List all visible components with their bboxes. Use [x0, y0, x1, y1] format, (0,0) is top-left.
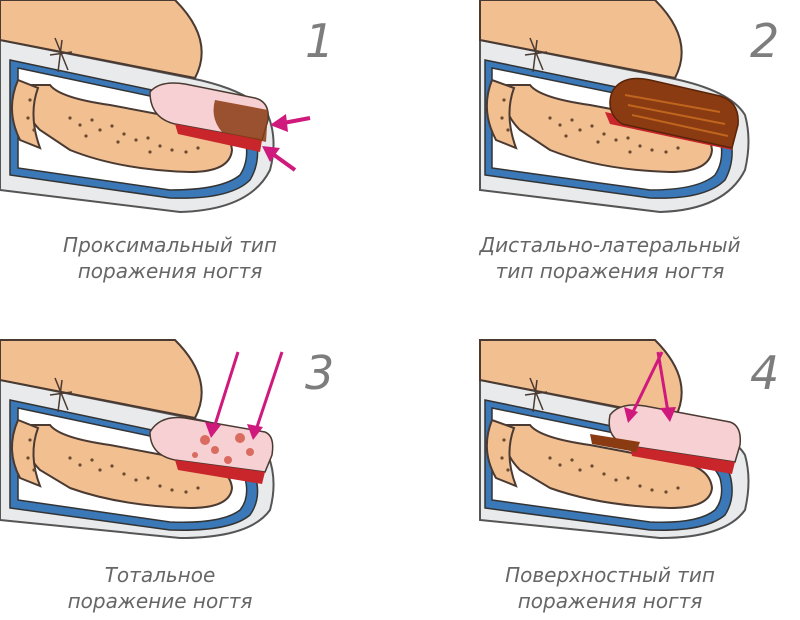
- finger-base: [479, 38, 750, 214]
- nail-bed: [175, 460, 265, 484]
- arrow-upper: [270, 114, 311, 132]
- panel-caption: Поверхностный тип поражения ногтя: [440, 562, 780, 614]
- arrow-right: [247, 351, 284, 440]
- panel-number: 4: [750, 346, 780, 400]
- panel-proximal: 1 Проксимальный тип поражения ногтя: [0, 0, 400, 310]
- infection-area: [590, 434, 640, 452]
- finger-top-skin: [0, 339, 203, 420]
- arrow-left: [205, 351, 240, 438]
- panel-total: 3 Тотальное поражение ногтя: [0, 310, 400, 620]
- finger-base: [479, 378, 750, 540]
- nail-bed: [630, 446, 735, 474]
- bone-dots: [26, 98, 200, 154]
- finger-illustration-3: [0, 339, 284, 540]
- bone-dots: [500, 438, 680, 494]
- caption-line-2: поражение ногтя: [67, 589, 253, 613]
- panel-caption: Тотальное поражение ногтя: [0, 562, 330, 614]
- panel-number: 2: [750, 14, 780, 68]
- finger-top-skin: [0, 0, 203, 80]
- caption-line-1: Поверхностный тип: [505, 563, 715, 587]
- caption-line-1: Проксимальный тип: [63, 233, 277, 257]
- caption-line-2: поражения ногтя: [77, 259, 263, 283]
- finger-top-skin: [479, 0, 683, 80]
- caption-line-1: Дистально-латеральный: [479, 233, 741, 257]
- caption-line-2: поражения ногтя: [517, 589, 703, 613]
- nail-plate: [149, 416, 274, 473]
- panel-number: 1: [305, 14, 335, 68]
- panel-caption: Проксимальный тип поражения ногтя: [0, 232, 340, 284]
- finger-base: [0, 378, 275, 540]
- panel-distal-lateral: 2 Дистально-латеральный тип поражения но…: [400, 0, 800, 310]
- arrow-lower: [262, 146, 297, 172]
- infection-spots: [192, 433, 254, 464]
- panel-superficial: 4 Поверхностный тип поражения ногтя: [400, 310, 800, 620]
- finger-illustration-2: [479, 0, 750, 214]
- bone-dots: [26, 438, 200, 494]
- crease-mark: [49, 37, 73, 73]
- panel-number: 3: [305, 346, 335, 400]
- panel-caption: Дистально-латеральный тип поражения ногт…: [440, 232, 780, 284]
- infection-texture: [624, 94, 729, 137]
- infection-area: [213, 100, 268, 142]
- caption-line-2: тип поражения ногтя: [495, 259, 725, 283]
- nail-plate: [608, 404, 742, 463]
- nail-bed: [175, 124, 262, 152]
- arrow-right: [656, 351, 676, 422]
- arrow-left: [624, 351, 664, 423]
- bone-dots: [500, 98, 680, 154]
- crease-mark: [49, 377, 73, 413]
- crease-mark: [524, 377, 548, 413]
- finger-illustration-1: [0, 0, 311, 214]
- finger-illustration-4: [479, 339, 750, 540]
- caption-line-1: Тотальное: [104, 563, 216, 587]
- crease-mark: [524, 37, 548, 73]
